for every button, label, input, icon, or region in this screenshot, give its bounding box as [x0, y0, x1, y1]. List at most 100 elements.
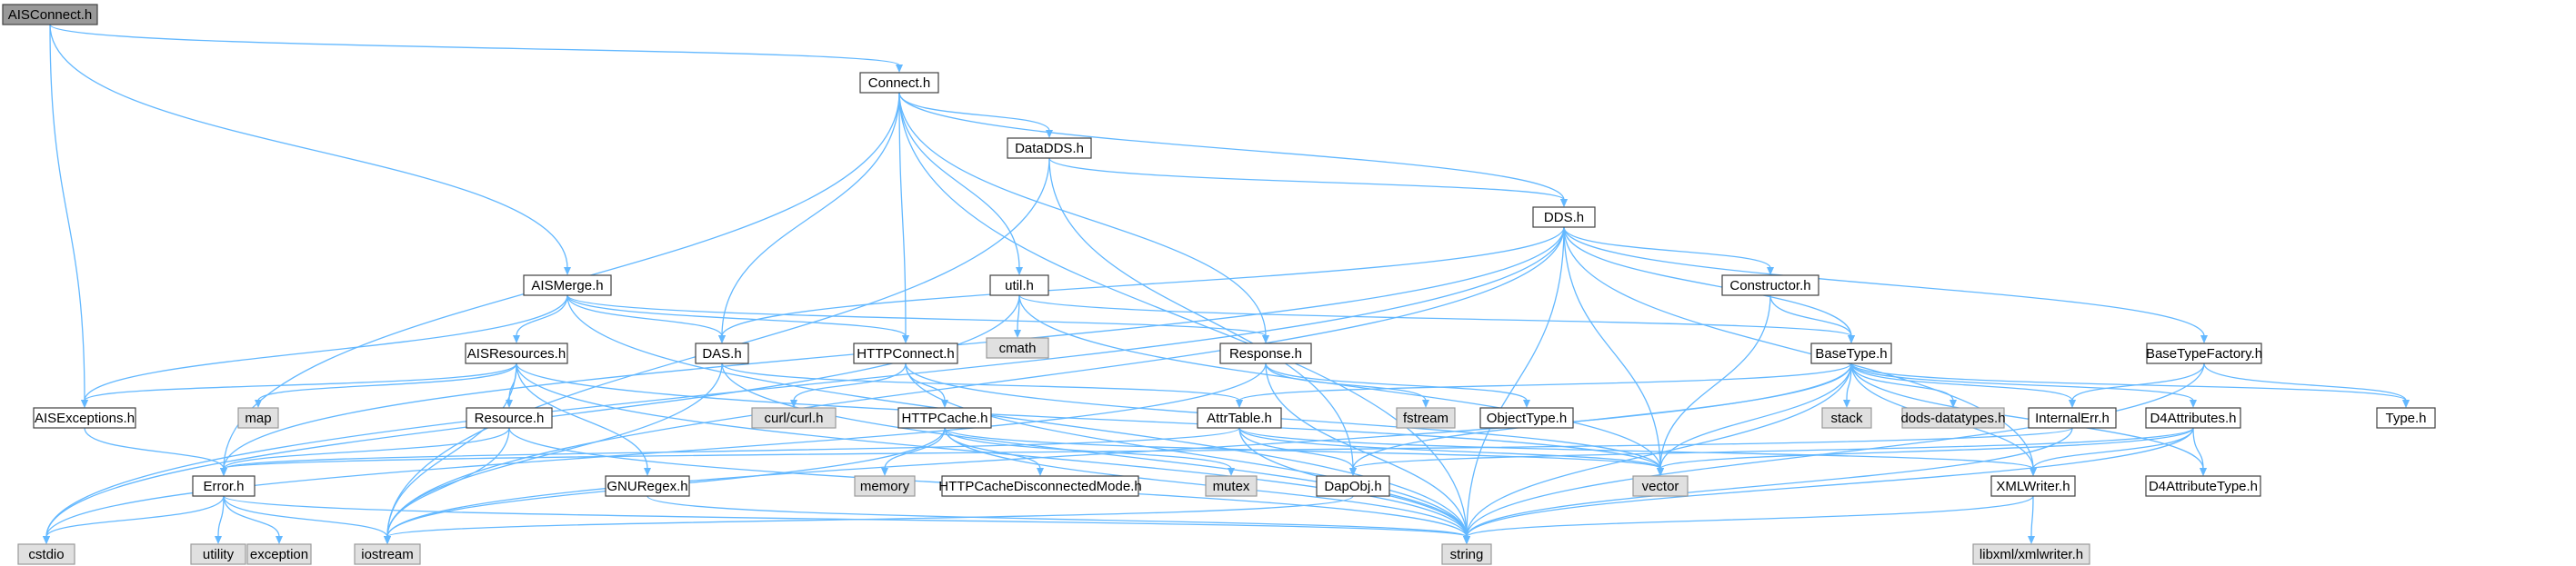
node-box-connect — [859, 72, 939, 94]
node-label-internalerr: InternalErr.h — [2035, 411, 2110, 426]
arrowhead-connect-to-util — [1016, 267, 1023, 275]
arrowhead-basetype-to-stack — [1843, 400, 1850, 408]
node-label-libxml: libxml/xmlwriter.h — [1980, 547, 2083, 562]
arrowhead-error-to-utility — [215, 536, 222, 544]
edge-error-to-utility — [217, 495, 225, 538]
arrowhead-xmlwriter-to-string — [1463, 536, 1470, 544]
node-box-objecttype — [1479, 407, 1574, 429]
node-httpcache[interactable]: HTTPCache.h — [897, 407, 992, 429]
arrowhead-response-to-objecttype — [1523, 400, 1530, 408]
arrowhead-dds-to-constructor — [1767, 267, 1774, 275]
node-label-dodsdatatypes: dods-datatypes.h — [1900, 411, 2005, 426]
edge-dds-to-xmlwriter — [1563, 226, 2034, 470]
node-resource[interactable]: Resource.h — [466, 407, 553, 429]
edge-das-to-string — [721, 362, 1468, 538]
node-label-basetype: BaseType.h — [1815, 346, 1887, 362]
node-aismerge[interactable]: AISMerge.h — [523, 274, 612, 296]
arrowhead-d4attributes-to-d4attributetype — [2200, 468, 2207, 476]
node-d4attributes[interactable]: D4Attributes.h — [2145, 407, 2241, 429]
node-box-basetype — [1810, 343, 1892, 364]
node-label-attrtable: AttrTable.h — [1207, 411, 1272, 426]
node-util[interactable]: util.h — [989, 274, 1049, 296]
node-box-dodsdatatypes — [1901, 407, 2005, 429]
node-box-httpconnect — [853, 343, 958, 364]
node-response[interactable]: Response.h — [1219, 343, 1312, 364]
node-connect[interactable]: Connect.h — [859, 72, 939, 94]
arrowhead-httpcache-to-mutex — [1228, 468, 1235, 476]
node-box-dapobj — [1316, 475, 1390, 497]
edge-internalerr-to-string — [1466, 427, 2073, 538]
node-attrtable[interactable]: AttrTable.h — [1197, 407, 1282, 429]
node-objecttype[interactable]: ObjectType.h — [1479, 407, 1574, 429]
edge-util-to-basetype — [1018, 294, 1852, 337]
node-das[interactable]: DAS.h — [695, 343, 749, 364]
edge-aisresources-to-map — [257, 362, 517, 402]
edge-aismerge-to-aisexceptions — [84, 294, 568, 402]
edge-httpcache-to-memory — [884, 427, 946, 470]
node-box-response — [1219, 343, 1312, 364]
edge-connect-to-dds — [898, 92, 1565, 201]
node-d4attributetype[interactable]: D4AttributeType.h — [2145, 475, 2261, 497]
node-map: map — [237, 407, 279, 429]
edge-basetype-to-d4attributes — [1850, 362, 2194, 402]
node-basetypefactory[interactable]: BaseTypeFactory.h — [2146, 343, 2262, 364]
node-internalerr[interactable]: InternalErr.h — [2028, 407, 2117, 429]
edge-response-to-fstream — [1265, 362, 1427, 402]
arrowhead-basetype-to-dodsdatatypes — [1950, 400, 1957, 408]
edge-aisresources-to-iostream — [386, 362, 517, 538]
node-box-iostream — [354, 543, 421, 565]
edge-error-to-exception — [223, 495, 280, 538]
edge-aismerge-to-das — [566, 294, 723, 337]
node-mutex: mutex — [1205, 475, 1258, 497]
node-label-iostream: iostream — [361, 547, 414, 562]
node-box-gnuregex — [605, 475, 690, 497]
arrowhead-basetype-to-d4attributes — [2190, 400, 2197, 408]
node-aisresources[interactable]: AISResources.h — [465, 343, 568, 364]
node-type[interactable]: Type.h — [2376, 407, 2436, 429]
node-label-gnuregex: GNURegex.h — [606, 479, 687, 494]
node-label-aisresources: AISResources.h — [467, 346, 566, 362]
node-box-util — [989, 274, 1049, 296]
node-cmath: cmath — [986, 337, 1049, 359]
node-dds[interactable]: DDS.h — [1532, 206, 1596, 228]
edge-basetype-to-internalerr — [1850, 362, 2073, 402]
node-exception: exception — [246, 543, 312, 565]
node-box-aisresources — [465, 343, 568, 364]
edge-das-to-iostream — [386, 362, 723, 538]
node-box-aismerge — [523, 274, 612, 296]
edge-util-to-cmath — [1017, 294, 1020, 332]
node-aisconnect[interactable]: AISConnect.h — [2, 4, 98, 25]
edge-d4attributes-to-d4attributetype — [2192, 427, 2204, 470]
arrowhead-aismerge-to-response — [1262, 335, 1269, 343]
node-aisexceptions[interactable]: AISExceptions.h — [33, 407, 136, 429]
node-label-stack: stack — [1830, 411, 1863, 426]
node-basetype[interactable]: BaseType.h — [1810, 343, 1892, 364]
node-gnuregex[interactable]: GNURegex.h — [605, 475, 690, 497]
node-string: string — [1441, 543, 1492, 565]
node-xmlwriter[interactable]: XMLWriter.h — [1990, 475, 2076, 497]
dependency-edges — [43, 24, 2410, 544]
edge-dds-to-basetypefactory — [1563, 226, 2205, 337]
node-datadds[interactable]: DataDDS.h — [1007, 137, 1092, 159]
node-constructor[interactable]: Constructor.h — [1721, 274, 1819, 296]
edge-dds-to-basetype — [1563, 226, 1852, 337]
arrowhead-error-to-exception — [276, 536, 283, 544]
arrowhead-httpconnect-to-curl — [790, 400, 797, 408]
node-box-utility — [190, 543, 246, 565]
node-box-constructor — [1721, 274, 1819, 296]
arrowhead-basetypefactory-to-internalerr — [2069, 400, 2076, 408]
node-httpconnect[interactable]: HTTPConnect.h — [853, 343, 958, 364]
edge-connect-to-response — [898, 92, 1267, 337]
edge-aisexceptions-to-error — [84, 427, 225, 470]
node-dapobj[interactable]: DapObj.h — [1316, 475, 1390, 497]
node-box-attrtable — [1197, 407, 1282, 429]
node-label-httpcachedisc: HTTPCacheDisconnectedMode.h — [938, 479, 1141, 494]
node-label-vector: vector — [1642, 479, 1679, 494]
node-label-d4attributes: D4Attributes.h — [2150, 411, 2236, 426]
edge-aismerge-to-response — [566, 294, 1267, 337]
node-label-mutex: mutex — [1213, 479, 1250, 494]
node-httpcachedisc[interactable]: HTTPCacheDisconnectedMode.h — [938, 475, 1142, 497]
edge-aisconnect-to-aisexceptions — [49, 24, 85, 402]
node-error[interactable]: Error.h — [192, 475, 256, 497]
node-label-constructor: Constructor.h — [1729, 278, 1810, 293]
